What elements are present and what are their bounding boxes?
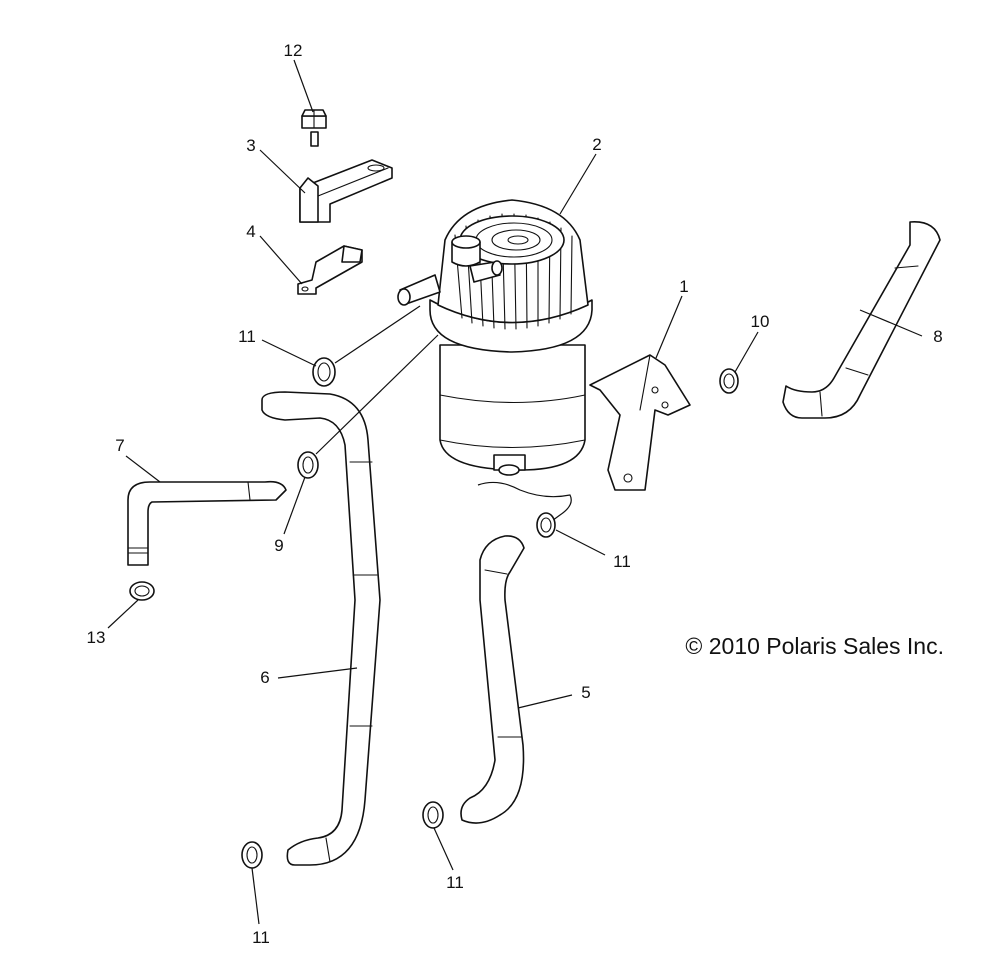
callout-7: 7 [115, 436, 124, 455]
callout-2: 2 [592, 135, 601, 154]
callout-11-upper: 11 [238, 327, 256, 346]
hose-part-8 [782, 221, 941, 419]
callout-8: 8 [933, 327, 942, 346]
callout-9: 9 [274, 536, 283, 555]
bracket-part-3 [299, 159, 393, 223]
callout-labels: 12 3 4 2 1 10 8 11 7 9 11 13 6 5 11 11 [87, 41, 943, 947]
outlet-lead-line [477, 481, 572, 529]
callout-1: 1 [679, 277, 688, 296]
callout-13: 13 [87, 628, 106, 647]
clamp-part-11-lower-middle [422, 801, 444, 829]
hose-part-7 [127, 480, 287, 566]
canister-part-2 [397, 199, 593, 476]
leader-lines [107, 59, 923, 925]
callout-6: 6 [260, 668, 269, 687]
bracket-part-4 [297, 245, 363, 295]
bracket-part-1 [589, 354, 691, 491]
callout-11-lower-middle: 11 [446, 873, 464, 892]
callout-10: 10 [751, 312, 770, 331]
clamp-part-10 [719, 368, 739, 394]
hose-part-6 [261, 391, 381, 866]
copyright-text: © 2010 Polaris Sales Inc. [685, 633, 944, 659]
clamp-part-9 [297, 451, 319, 479]
clamp-part-11-lower-left [241, 841, 263, 869]
callout-3: 3 [246, 136, 255, 155]
callout-5: 5 [581, 683, 590, 702]
callout-11-middle: 11 [613, 552, 631, 571]
hose-part-5 [460, 535, 525, 824]
callout-11-lower-left: 11 [252, 928, 270, 947]
callout-4: 4 [246, 222, 255, 241]
callout-12: 12 [284, 41, 303, 60]
clamp-part-11-upper [312, 357, 336, 387]
bolt-part-12 [301, 109, 327, 147]
clamp-part-13 [129, 581, 155, 601]
clamp-part-11-middle [536, 512, 556, 538]
